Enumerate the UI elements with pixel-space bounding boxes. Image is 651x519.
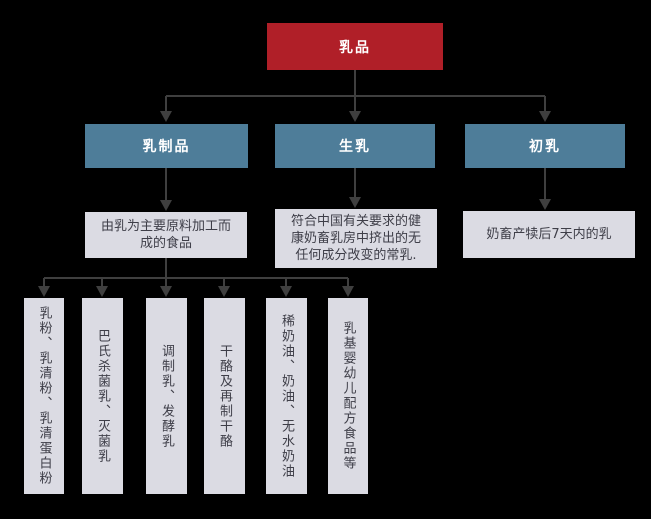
description-dairy-products: 由乳为主要原料加工而成的食品: [85, 212, 247, 258]
leaf-node-modulated-fermented-milk: 调制乳、发酵乳: [146, 298, 187, 494]
branch-node-raw-milk: 生乳: [275, 124, 435, 168]
leaf-node-cheese-processed-cheese: 干酪及再制干酪: [204, 298, 245, 494]
node-label: 生乳: [339, 139, 371, 155]
node-label: 乳制品: [142, 139, 191, 155]
branch-node-colostrum: 初乳: [465, 124, 625, 168]
leaf-node-milk-powders: 乳粉、乳清粉、乳清蛋白粉: [24, 298, 64, 494]
leaf-label: 稀奶油、奶油、无水奶油: [279, 313, 294, 479]
description-text: 符合中国有关要求的健康奶畜乳房中挤出的无任何成分改变的常乳.: [290, 214, 421, 263]
root-node-dairy: 乳品: [267, 23, 443, 70]
leaf-node-pasteurized-sterilized-milk: 巴氏杀菌乳、灭菌乳: [82, 298, 123, 494]
branch-node-dairy-products: 乳制品: [85, 124, 248, 168]
description-text: 奶畜产犊后7天内的乳: [486, 227, 612, 242]
description-text: 由乳为主要原料加工而成的食品: [100, 219, 231, 251]
leaf-node-creams: 稀奶油、奶油、无水奶油: [266, 298, 307, 494]
description-raw-milk: 符合中国有关要求的健康奶畜乳房中挤出的无任何成分改变的常乳.: [275, 209, 437, 268]
description-colostrum: 奶畜产犊后7天内的乳: [463, 211, 635, 258]
leaf-label: 巴氏杀菌乳、灭菌乳: [95, 328, 110, 464]
node-label: 乳品: [339, 39, 371, 56]
leaf-label: 干酪及再制干酪: [217, 343, 232, 449]
leaf-label: 乳粉、乳清粉、乳清蛋白粉: [36, 306, 52, 486]
leaf-label: 乳基婴幼儿配方食品等: [340, 321, 356, 471]
leaf-node-infant-formula: 乳基婴幼儿配方食品等: [328, 298, 368, 494]
leaf-label: 调制乳、发酵乳: [159, 343, 174, 449]
node-label: 初乳: [529, 139, 561, 155]
